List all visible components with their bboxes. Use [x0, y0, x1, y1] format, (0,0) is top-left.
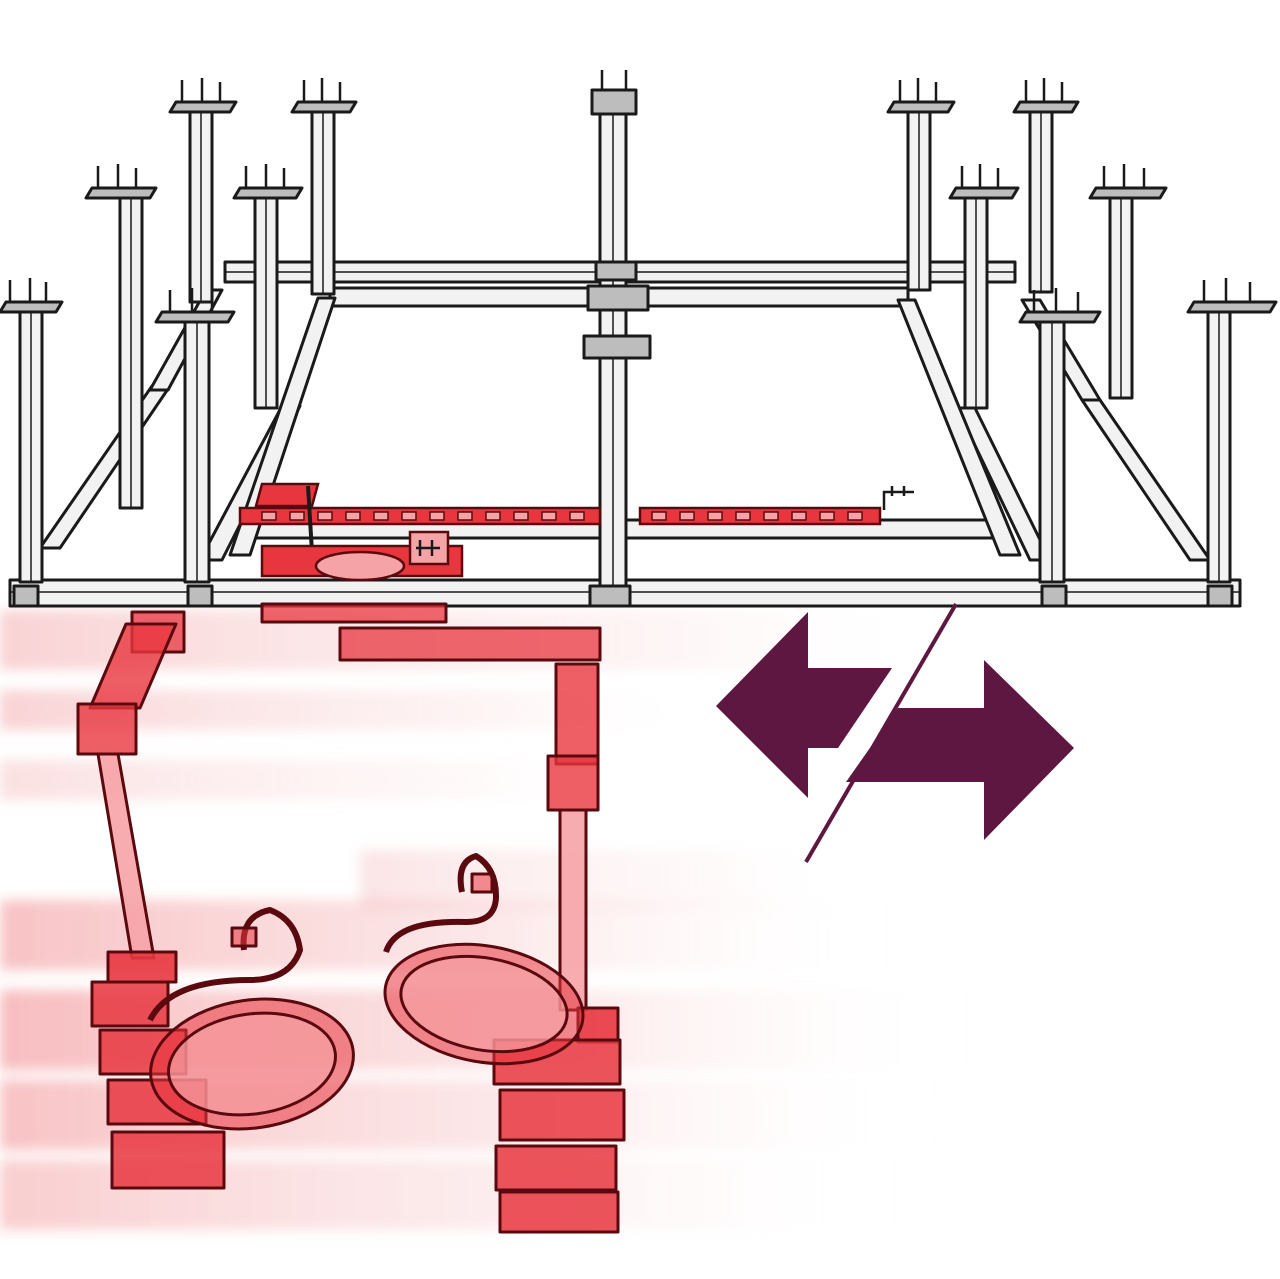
sliding-seat-assembly	[76, 602, 626, 1234]
cap-studs	[8, 70, 1252, 312]
left-step-stack	[90, 980, 226, 1190]
double-arrow-left-right-icon	[716, 602, 1074, 864]
right-seat	[383, 853, 585, 1066]
adjustment-track	[238, 482, 914, 582]
left-posts	[18, 110, 336, 584]
right-posts	[906, 110, 1232, 584]
right-step-stack	[492, 1038, 626, 1234]
left-seat	[147, 907, 355, 1131]
mount-plates	[130, 602, 602, 662]
center-post	[582, 88, 652, 597]
post-caps	[0, 100, 1278, 324]
right-side-rails	[896, 298, 1212, 562]
right-arm	[546, 662, 620, 1044]
foot-blocks	[12, 584, 1234, 608]
left-arm	[76, 622, 178, 984]
frame-structure	[0, 70, 1278, 608]
